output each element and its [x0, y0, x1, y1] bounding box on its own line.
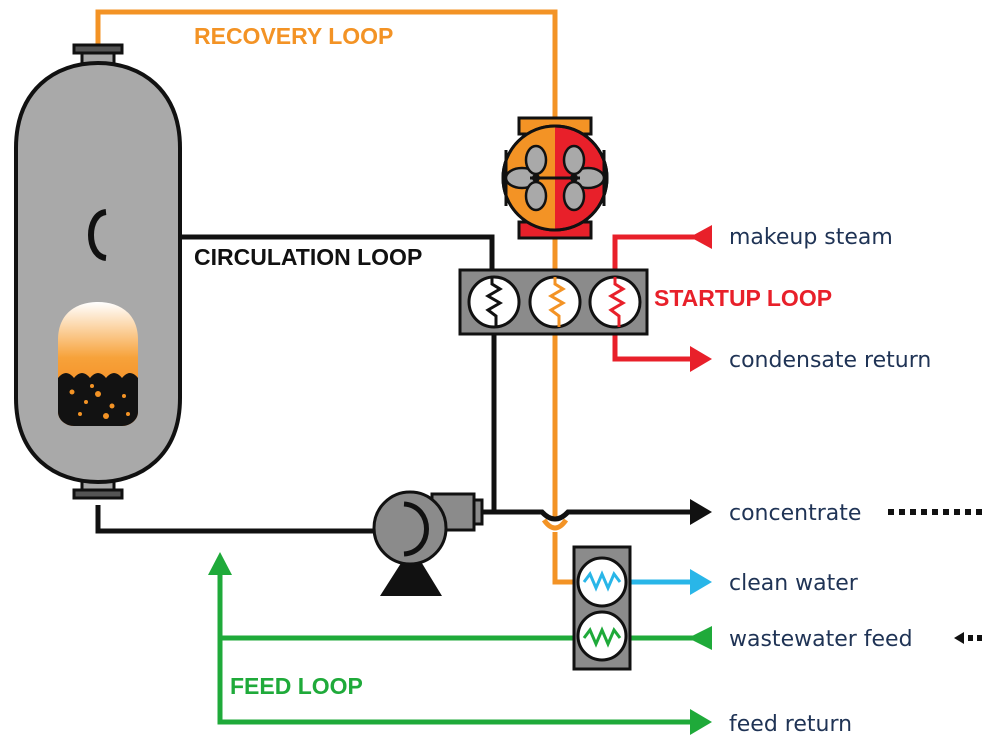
condensate-return-arrow-icon: [690, 346, 712, 372]
feed-loop-pipe: [208, 552, 712, 735]
feed-return-arrow-icon: [690, 709, 712, 735]
startup-loop-pipe: [612, 225, 712, 372]
feed-up-arrow-icon: [208, 552, 232, 575]
wastewater-incoming-arrow-icon: [954, 632, 964, 644]
heat-exchanger-icon: [458, 268, 649, 336]
circulation-loop-label: CIRCULATION LOOP: [194, 244, 422, 270]
condensate-return-label: condensate return: [729, 348, 931, 373]
clean-water-label: clean water: [729, 571, 859, 596]
feed-heat-exchanger-icon: [572, 545, 632, 671]
makeup-steam-label: makeup steam: [729, 225, 893, 250]
circulation-loop-pipe: [95, 234, 712, 534]
compressor-icon: [501, 116, 609, 240]
wastewater-feed-label: wastewater feed: [729, 627, 913, 652]
startup-loop-label: STARTUP LOOP: [654, 285, 832, 311]
evaporator-vessel-icon: [14, 43, 182, 500]
wastewater-feed-arrow-icon: [688, 626, 712, 650]
makeup-steam-arrow-icon: [690, 225, 712, 249]
pump-icon: [372, 490, 484, 596]
feed-loop-label: FEED LOOP: [230, 673, 363, 699]
clean-water-pipe: [626, 569, 712, 595]
feed-return-label: feed return: [729, 712, 852, 737]
recovery-loop-label: RECOVERY LOOP: [194, 23, 393, 49]
concentrate-arrow-icon: [690, 499, 712, 525]
clean-water-arrow-icon: [690, 569, 712, 595]
concentrate-label: concentrate: [729, 501, 861, 526]
